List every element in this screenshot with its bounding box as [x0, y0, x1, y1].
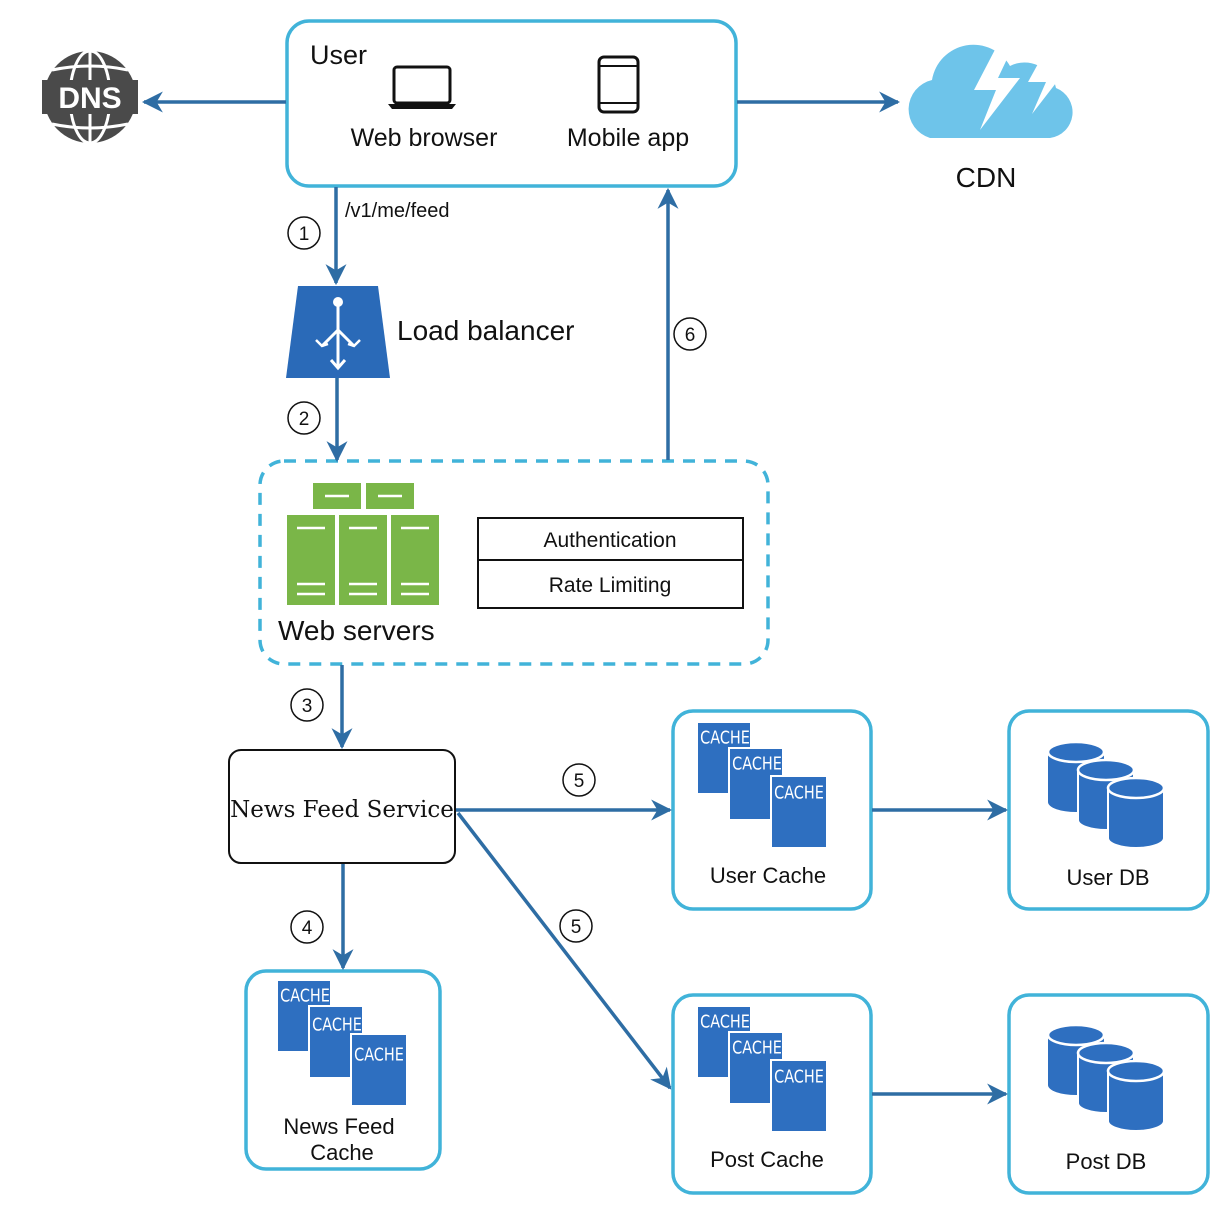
cache-label: CACHE: [774, 1066, 824, 1087]
load-balancer-icon: [286, 286, 390, 378]
mobile-phone-icon: [597, 55, 640, 114]
cdn-node: CDN: [908, 40, 1073, 193]
step-2-label: 2: [299, 409, 310, 430]
post-db-node: Post DB: [1007, 993, 1210, 1195]
laptop-icon: [388, 65, 456, 109]
arrow-news-feed-service-to-post-cache: [456, 811, 672, 1090]
step-3-label: 3: [302, 696, 313, 717]
cache-label: CACHE: [732, 1037, 782, 1058]
cache-stack-icon: CACHE CACHE CACHE: [276, 979, 408, 1107]
post-db-label: Post DB: [1066, 1149, 1147, 1174]
cache-stack-icon: CACHE CACHE CACHE: [696, 1005, 828, 1133]
web-servers-label: Web servers: [278, 615, 435, 646]
step-1-label: 1: [299, 224, 310, 245]
user-cache-node: CACHE CACHE CACHE User Cache: [671, 709, 873, 911]
cdn-cloud-icon: [908, 40, 1073, 139]
cache-label: CACHE: [312, 1014, 362, 1035]
step-4-marker: 4: [290, 910, 324, 944]
load-balancer-node: Load balancer: [286, 286, 574, 378]
news-feed-service-label: News Feed Service: [230, 797, 454, 823]
cache-label: CACHE: [732, 753, 782, 774]
web-servers-node: Web servers Authentication Rate Limiting: [258, 459, 770, 666]
web-servers-group-box: [258, 459, 770, 666]
news-feed-service-node: News Feed Service: [228, 749, 456, 864]
cdn-label: CDN: [956, 162, 1017, 193]
step-5-marker: 5: [559, 909, 593, 943]
user-db-node: User DB: [1007, 709, 1210, 911]
step-6-marker: 6: [673, 317, 707, 351]
dns-label: DNS: [58, 82, 121, 115]
post-cache-node: CACHE CACHE CACHE Post Cache: [671, 993, 873, 1195]
step-3-marker: 3: [290, 688, 324, 722]
news-feed-cache-label-line1: News Feed: [283, 1114, 394, 1139]
step-6-label: 6: [685, 325, 696, 346]
cache-label: CACHE: [354, 1044, 404, 1065]
step-4-label: 4: [302, 918, 313, 939]
step-1-marker: 1: [287, 216, 321, 250]
user-cache-label: User Cache: [710, 863, 826, 888]
authentication-label: Authentication: [543, 529, 676, 552]
user-box: [285, 19, 738, 188]
cache-label: CACHE: [280, 985, 330, 1006]
cache-label: CACHE: [700, 727, 750, 748]
step-5-label: 5: [571, 917, 582, 938]
cache-label: CACHE: [700, 1011, 750, 1032]
news-feed-cache-label-line2: Cache: [310, 1140, 374, 1165]
load-balancer-label: Load balancer: [397, 315, 574, 346]
auth-rate-limit-box: [477, 517, 744, 609]
cache-label: CACHE: [774, 782, 824, 803]
user-db-label: User DB: [1066, 865, 1149, 890]
mobile-app-label: Mobile app: [567, 124, 689, 152]
step-5-label: 5: [574, 771, 585, 792]
user-title: User: [310, 40, 367, 70]
dns-globe-icon: DNS: [42, 49, 138, 145]
step-5-marker: 5: [562, 763, 596, 797]
server-rack-icon: [287, 483, 439, 605]
user-node: User Web browser Mobile app: [285, 19, 738, 188]
post-cache-label: Post Cache: [710, 1147, 824, 1172]
cache-stack-icon: CACHE CACHE CACHE: [696, 721, 828, 849]
rate-limiting-label: Rate Limiting: [549, 574, 672, 597]
news-feed-cache-node: CACHE CACHE CACHE News Feed Cache: [244, 969, 442, 1171]
step-2-marker: 2: [287, 401, 321, 435]
web-browser-label: Web browser: [351, 124, 498, 152]
news-feed-service-box: [228, 749, 456, 864]
request-path-label: /v1/me/feed: [345, 200, 450, 222]
